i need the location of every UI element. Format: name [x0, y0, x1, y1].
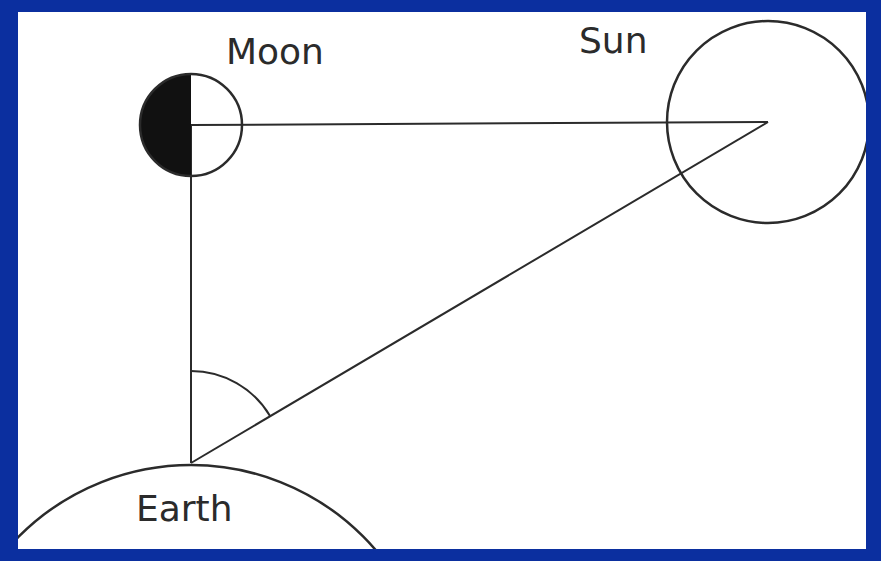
circle-outline	[140, 74, 242, 176]
earth-circle: Earth	[18, 463, 436, 549]
sight-line	[191, 122, 768, 125]
moon-shadow	[140, 74, 191, 176]
body-label: Moon	[226, 32, 324, 72]
angle-arc	[191, 371, 270, 416]
shape-outline	[138, 72, 244, 178]
body-label: Sun	[579, 21, 647, 61]
body-label: Earth	[136, 489, 233, 529]
circle-outline	[667, 21, 866, 223]
moon-circle: Moon	[138, 72, 244, 178]
circle-outline	[18, 465, 434, 549]
sun-circle: Sun	[665, 19, 866, 225]
shape-outline	[665, 19, 866, 225]
slide-panel: Moon SunEarth	[18, 12, 866, 549]
